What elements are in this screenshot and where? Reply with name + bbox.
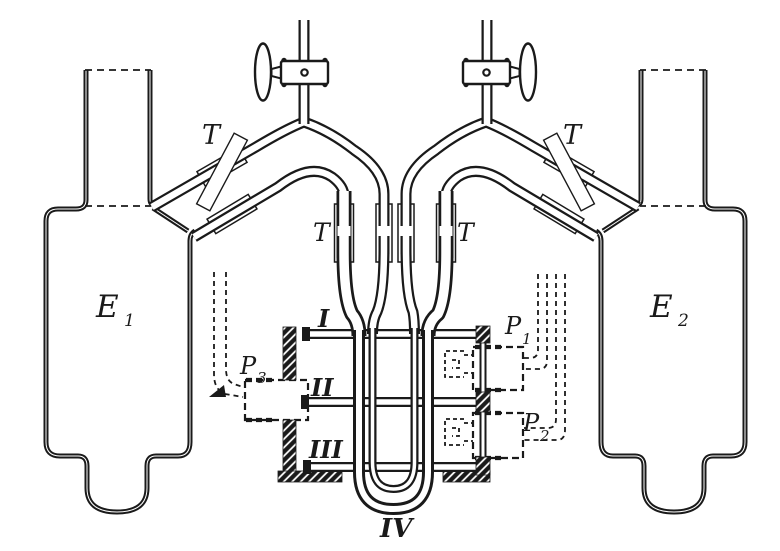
pump-p3-box xyxy=(243,378,310,422)
stopcock-right xyxy=(463,20,536,124)
label-e1: E xyxy=(95,289,119,325)
wall-bar-left-lower xyxy=(282,419,297,473)
label-e2-sub: 2 xyxy=(677,311,689,331)
label-e2: E xyxy=(649,289,673,325)
label-e1-sub: 1 xyxy=(124,311,135,331)
pump-inlet-bracket xyxy=(444,350,473,378)
stopcock-handle-stem xyxy=(270,65,282,80)
stopcock-bore-hole xyxy=(300,68,309,77)
right-wall-blocks xyxy=(475,325,491,476)
p2-riser-line-a xyxy=(524,274,557,429)
joint-collars xyxy=(333,203,457,263)
stopcock-handle-disc xyxy=(253,42,273,102)
label-t-left-diagonal: T xyxy=(202,120,222,151)
label-p1-sub: 1 xyxy=(522,330,532,348)
label-p2-sub: 2 xyxy=(539,427,550,445)
label-t-center-left: T xyxy=(313,218,332,247)
stopcock xyxy=(253,20,330,124)
joint-gap-bands xyxy=(337,226,453,236)
vessel-neck-right-wall xyxy=(147,70,157,207)
wall-block-c xyxy=(475,456,491,476)
stage-tube-end-caps xyxy=(301,327,311,474)
pump-plumbing-dashed xyxy=(209,272,566,461)
label-p3-sub: 3 xyxy=(257,369,267,387)
wall-block-a xyxy=(475,325,491,344)
vessel-fill xyxy=(46,70,190,512)
wall-bar-left-upper xyxy=(282,326,297,381)
p1-riser-line-b xyxy=(524,274,548,370)
label-p1: P xyxy=(504,312,522,340)
label-stage-3: III xyxy=(308,435,343,464)
label-stage-1: I xyxy=(317,304,330,333)
label-p2: P xyxy=(522,409,540,437)
labels: E 1 E 2 T T T T I II III IV P 3 P 1 P 2 xyxy=(95,120,689,544)
stage-tubes xyxy=(305,329,482,472)
glass-tubing xyxy=(149,116,641,515)
wall-block-b xyxy=(475,391,491,413)
label-p3: P xyxy=(239,352,257,380)
label-t-center-right: T xyxy=(457,218,476,247)
flow-arrow xyxy=(209,385,226,397)
pump-inlet-bracket-2 xyxy=(444,418,474,446)
vessel-body xyxy=(43,69,197,515)
p1-riser-line-a xyxy=(524,274,539,359)
p2-riser-line-b xyxy=(524,274,566,441)
label-t-right-diagonal: T xyxy=(563,120,583,151)
diagonal-sleeve-band xyxy=(195,132,249,212)
label-stage-4: IV xyxy=(379,514,415,544)
label-stage-2: II xyxy=(310,373,334,402)
p3-riser-line-outer xyxy=(213,272,244,398)
